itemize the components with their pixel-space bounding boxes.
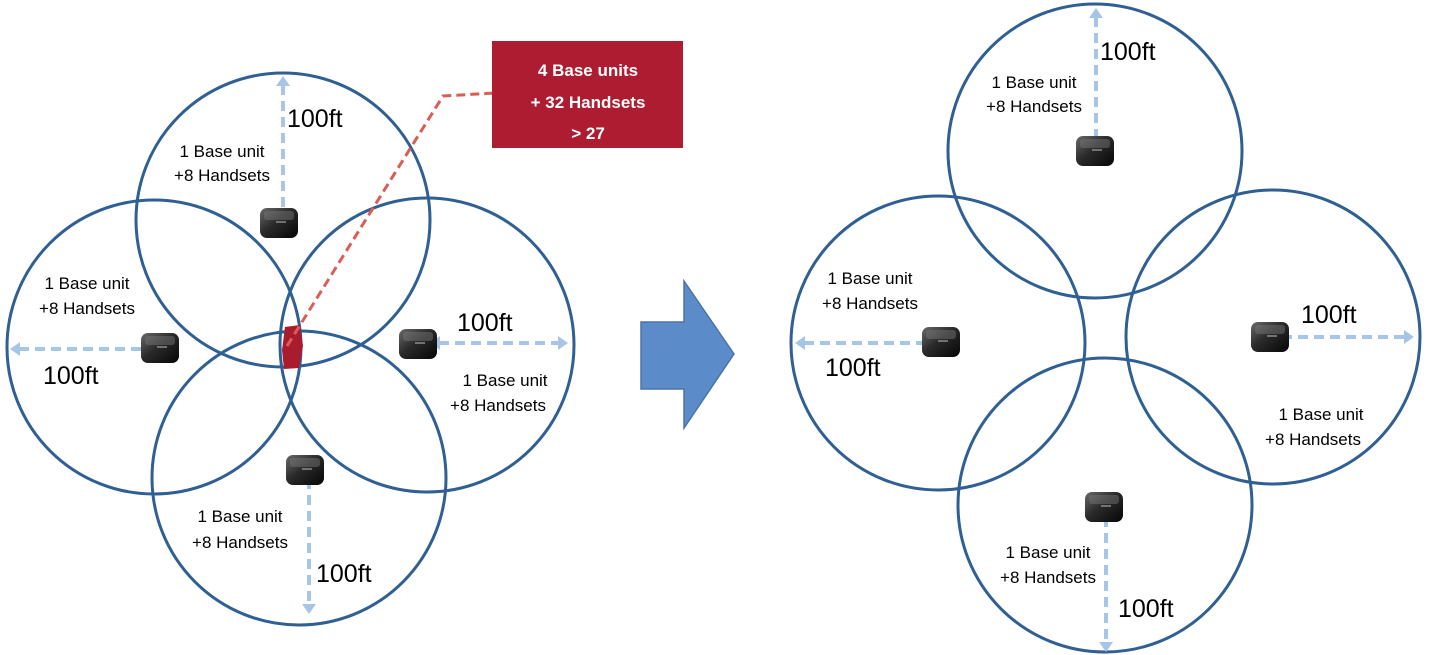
top-unit-label-1: 1 Base unit [179, 142, 264, 161]
right-unit-label-2: +8 Handsets [450, 396, 546, 415]
overlapping-coverage-group: 4 Base units + 32 Handsets > 27 1 Base u… [5, 41, 683, 627]
right-distance-label: 100ft [457, 309, 513, 337]
callout-box: 4 Base units + 32 Handsets > 27 [492, 41, 683, 148]
top-unit-label-1: 1 Base unit [991, 73, 1076, 92]
range-arrow-top [276, 76, 290, 222]
right-unit-label-1: 1 Base unit [1278, 405, 1363, 424]
top-unit-label-2: +8 Handsets [986, 97, 1082, 116]
base-unit-device-icon [260, 208, 298, 238]
callout-line-2: + 32 Handsets [531, 93, 646, 112]
base-unit-device-icon [1251, 322, 1289, 352]
left-distance-label: 100ft [43, 362, 99, 390]
left-unit-label-2: +8 Handsets [822, 294, 918, 313]
bottom-unit-label-2: +8 Handsets [1000, 568, 1096, 587]
left-unit-label-1: 1 Base unit [827, 269, 912, 288]
base-unit-device-icon [1085, 492, 1123, 522]
bottom-unit-label-1: 1 Base unit [1005, 543, 1090, 562]
bottom-distance-label: 100ft [316, 560, 372, 588]
left-unit-label-2: +8 Handsets [39, 299, 135, 318]
right-distance-label: 100ft [1301, 301, 1357, 329]
right-unit-label-2: +8 Handsets [1265, 430, 1361, 449]
base-unit-device-icon [922, 327, 960, 357]
base-unit-device-icon [286, 455, 324, 485]
range-arrow-left [10, 342, 158, 356]
coverage-circle-right [1124, 188, 1422, 486]
overlap-zone [282, 325, 303, 369]
coverage-circle-right [278, 196, 576, 494]
separated-coverage-group: 1 Base unit +8 Handsets 100ft 1 Base uni… [789, 2, 1422, 654]
range-arrow-left [795, 336, 942, 350]
right-arrow-icon [640, 278, 735, 431]
right-unit-label-1: 1 Base unit [462, 371, 547, 390]
base-unit-device-icon [141, 333, 179, 363]
bottom-distance-label: 100ft [1118, 595, 1174, 623]
range-arrow-right [430, 336, 568, 350]
base-unit-device-icon [1076, 136, 1114, 166]
range-arrow-bottom [302, 470, 316, 614]
callout-line-1: 4 Base units [538, 61, 638, 80]
coverage-circle-top [946, 2, 1244, 300]
callout-line-3: > 27 [571, 124, 605, 143]
top-distance-label: 100ft [1100, 38, 1156, 66]
range-arrow-right [1273, 330, 1414, 344]
callout-leader-line [285, 91, 496, 347]
bottom-unit-label-1: 1 Base unit [197, 507, 282, 526]
coverage-circle-left [789, 194, 1087, 492]
top-unit-label-2: +8 Handsets [174, 166, 270, 185]
left-unit-label-1: 1 Base unit [44, 274, 129, 293]
base-unit-device-icon [399, 329, 437, 359]
coverage-circle-bottom [956, 356, 1254, 654]
left-distance-label: 100ft [825, 354, 881, 382]
range-arrow-top [1089, 8, 1103, 152]
bottom-unit-label-2: +8 Handsets [192, 533, 288, 552]
top-distance-label: 100ft [287, 105, 343, 133]
range-arrow-bottom [1099, 508, 1113, 652]
